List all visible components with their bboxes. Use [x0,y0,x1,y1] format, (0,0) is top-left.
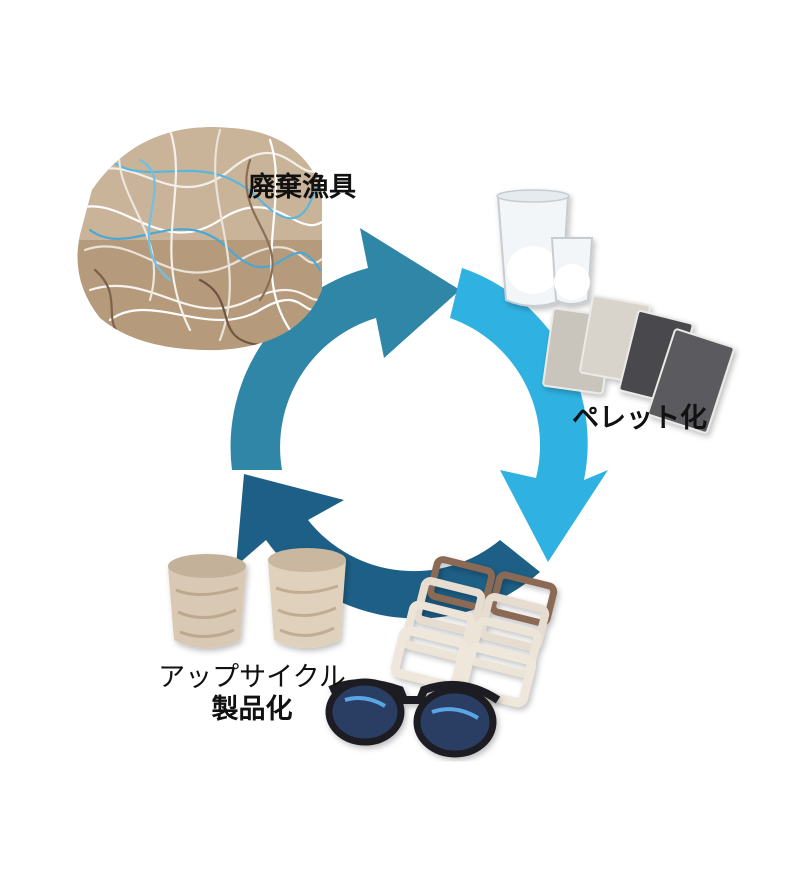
label-waste-fishing-gear: 廃棄漁具 [248,172,356,203]
fishing-net-photo [77,127,322,351]
arrow-pellet-to-product [450,268,608,562]
upcycled-products-photo [168,548,558,758]
printed-cup-left [168,554,246,648]
sunglasses [325,678,501,758]
label-upcycle-line1: アップサイクル [158,662,346,693]
eyeglass-frames [390,556,558,708]
label-pelletize: ペレット化 [572,403,707,434]
printed-cup-right [268,548,346,648]
label-upcycle-products: アップサイクル 製品化 [152,662,352,727]
pellet-photo [496,189,735,434]
label-upcycle-line2: 製品化 [211,694,293,726]
arrow-waste-to-pellet [230,228,460,470]
